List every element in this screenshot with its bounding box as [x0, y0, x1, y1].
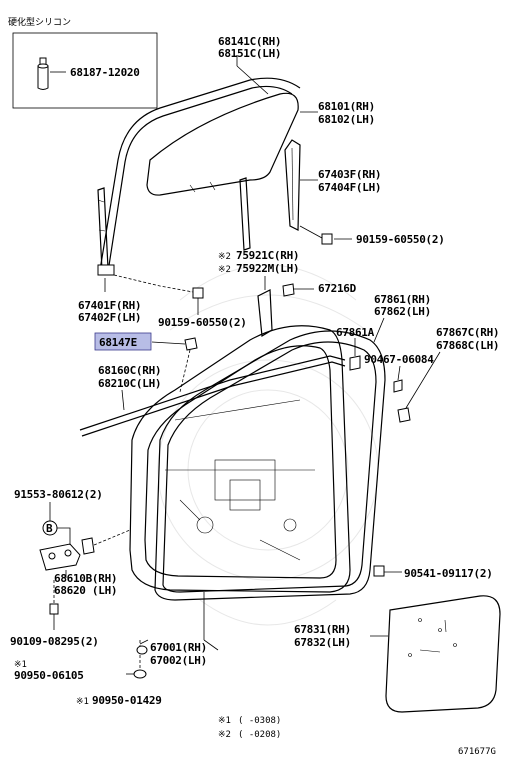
part-label-67861: 67861(RH): [374, 293, 431, 306]
note-mark-75922M: ※2: [218, 265, 231, 275]
part-label-67002: 67002(LH): [150, 654, 207, 667]
note-mark-90950-01429: ※1: [76, 697, 89, 707]
clip-90467: [393, 365, 403, 393]
inner-belt-clip: [151, 337, 198, 393]
part-label-68147E[interactable]: 68147E: [99, 336, 137, 349]
figure-id: 671677G: [458, 747, 496, 757]
part-label-68160C: 68160C(RH): [98, 364, 161, 377]
part-label-68101: 68101(RH): [318, 100, 375, 113]
part-label-90467: 90467-06084: [364, 353, 434, 366]
front-door-frame: [129, 325, 351, 651]
part-label-90950-01429: 90950-01429: [92, 694, 162, 707]
note-mark-90950-06105: ※1: [14, 660, 27, 670]
door-seal-strip: [257, 276, 273, 338]
bolts-group: [113, 225, 352, 315]
hole-plug-90950-b: [136, 645, 148, 655]
part-label-68610B: 68610B(RH): [54, 572, 117, 585]
door-glass: [146, 92, 318, 196]
door-weatherstrip: [154, 317, 386, 601]
part-label-91553: 91553-80612(2): [14, 488, 103, 501]
clip-67861A: [349, 338, 361, 371]
part-label-90159-lower: 90159-60550(2): [158, 316, 247, 329]
highlight-68147E: [94, 332, 152, 351]
part-label-67216D: 67216D: [318, 282, 357, 295]
outer-belt-weatherstrip: [79, 355, 346, 437]
footnote-1-mark: ※1: [218, 716, 231, 726]
glass-rail: [239, 177, 251, 251]
bumper-67867: [397, 351, 441, 423]
footnote-2-text: ( -0208): [238, 730, 281, 740]
footnote-2-mark: ※2: [218, 730, 231, 740]
part-label-68620: 68620 (LH): [54, 584, 117, 597]
part-label-67861A: 67861A: [336, 326, 375, 339]
part-label-90109: 90109-08295(2): [10, 635, 99, 648]
silicone-sealant-box: 硬化型シリコン 68187-12020: [8, 16, 158, 109]
part-label-90159-upper: 90159-60550(2): [356, 233, 445, 246]
part-label-90541: 90541-09117(2): [404, 567, 493, 580]
part-label-68187: 68187-12020: [70, 66, 140, 79]
service-hole-cover: [370, 595, 501, 713]
part-label-75922M: 75922M(LH): [236, 262, 299, 275]
part-label-67867C: 67867C(RH): [436, 326, 499, 339]
part-label-67001: 67001(RH): [150, 641, 207, 654]
part-label-67401F: 67401F(RH): [78, 299, 141, 312]
rear-division-bar: [284, 139, 318, 231]
bolt-90159-upper: [299, 225, 352, 245]
part-label-67868C: 67868C(LH): [436, 339, 499, 352]
part-label-67862: 67862(LH): [374, 305, 431, 318]
part-label-68151C: 68151C(LH): [218, 47, 281, 60]
glass-run-channel: [99, 55, 301, 273]
hole-plug-90950-a: [126, 640, 147, 679]
callout-b: B: [46, 522, 53, 535]
part-label-68141C: 68141C(RH): [218, 35, 281, 48]
door-hinge: [39, 529, 131, 578]
clip-67216: [282, 283, 314, 297]
part-label-67404F: 67404F(LH): [318, 181, 381, 194]
bolt-90159-lower: [113, 274, 204, 315]
part-label-67403F: 67403F(RH): [318, 168, 381, 181]
watermark-emblem: [157, 264, 379, 626]
note-mark-75921C: ※2: [218, 252, 231, 262]
part-label-75921C: 75921C(RH): [236, 249, 299, 262]
part-label-68210C: 68210C(LH): [98, 377, 161, 390]
footnote-1-text: ( -0308): [238, 716, 281, 726]
part-label-67402F: 67402F(LH): [78, 311, 141, 324]
bolt-91553-callout: B: [42, 502, 71, 545]
bolt-90541: [373, 565, 402, 577]
front-division-bar: [97, 187, 115, 292]
part-label-68102: 68102(LH): [318, 113, 375, 126]
part-label-90950-06105: 90950-06105: [14, 669, 84, 682]
bolt-90109: [49, 580, 59, 630]
part-label-67832: 67832(LH): [294, 636, 351, 649]
silicone-label: 硬化型シリコン: [8, 16, 71, 28]
part-label-67831: 67831(RH): [294, 623, 351, 636]
